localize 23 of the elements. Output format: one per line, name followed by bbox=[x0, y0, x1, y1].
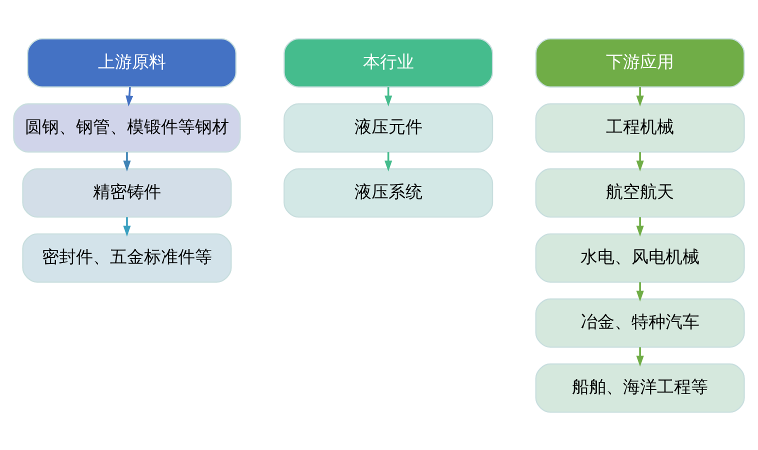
node-box: 密封件、五金标准件等 bbox=[22, 232, 232, 282]
node-box: 下游应用 bbox=[535, 38, 745, 88]
node-box: 上游原料 bbox=[27, 38, 237, 88]
arrow bbox=[636, 86, 644, 106]
arrow bbox=[636, 216, 644, 236]
arrow bbox=[384, 152, 392, 172]
node-box: 工程机械 bbox=[535, 102, 745, 152]
arrow bbox=[126, 86, 134, 106]
arrow bbox=[636, 282, 644, 302]
node-box: 水电、风电机械 bbox=[535, 232, 745, 282]
node-box: 本行业 bbox=[284, 38, 494, 88]
node-box: 圆钢、钢管、模锻件等钢材 bbox=[13, 102, 241, 152]
node-box: 液压元件 bbox=[284, 102, 494, 152]
arrow bbox=[636, 346, 644, 366]
arrow bbox=[123, 152, 131, 172]
node-box: 航空航天 bbox=[535, 168, 745, 218]
arrow bbox=[123, 216, 131, 236]
arrow bbox=[384, 86, 392, 106]
arrow bbox=[636, 152, 644, 172]
node-box: 精密铸件 bbox=[22, 168, 232, 218]
node-box: 液压系统 bbox=[284, 168, 494, 218]
node-box: 船舶、海洋工程等 bbox=[535, 362, 745, 412]
node-box: 冶金、特种汽车 bbox=[535, 298, 745, 348]
